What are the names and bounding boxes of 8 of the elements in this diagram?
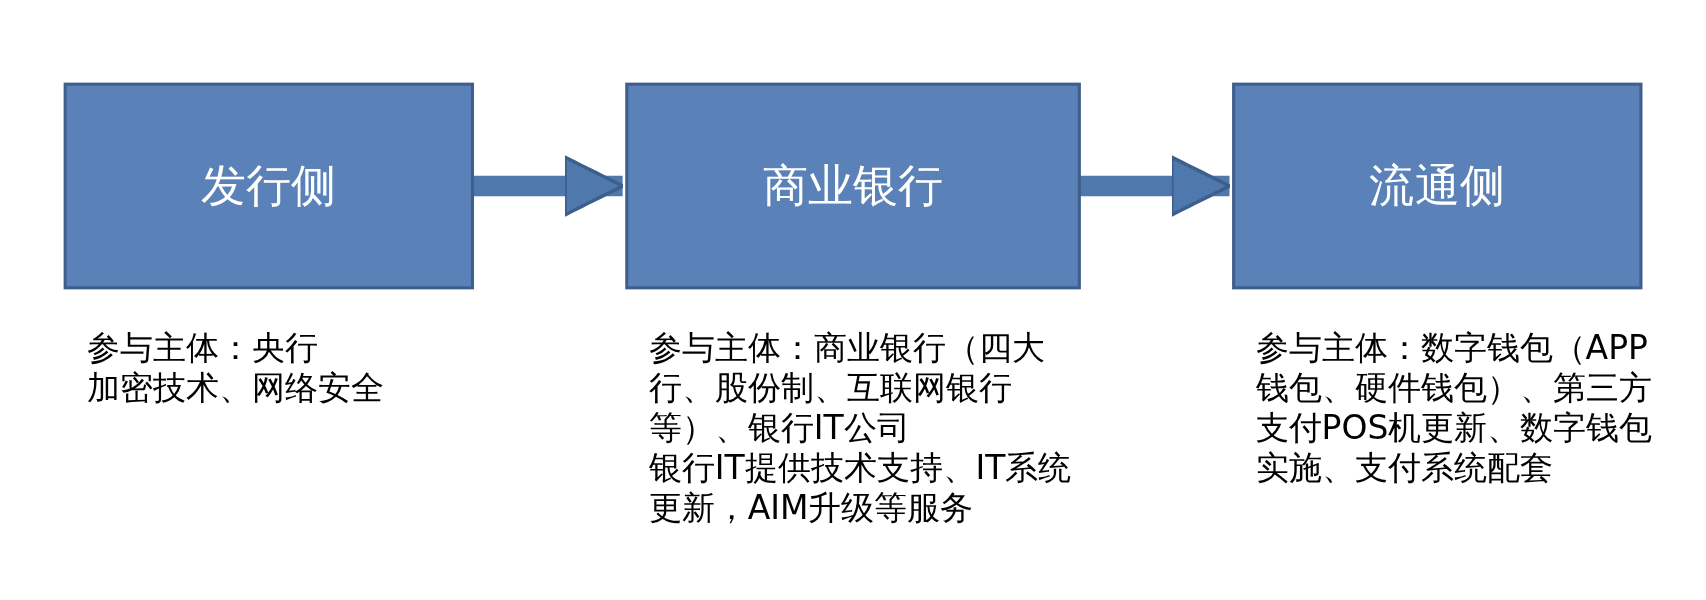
- node-box: 商业银行: [625, 82, 1081, 290]
- note-text: 银行IT提供技术支持、IT系统更新，AIM升级等服务: [648, 447, 1073, 528]
- note-text: 加密技术、网络安全: [87, 367, 386, 408]
- note-text: 参与主体：数字钱包（APP钱包、硬件钱包）、第三方支付POS机更新、数字钱包实施、支付系统配套: [1255, 327, 1653, 488]
- node-box: 流通侧: [1232, 82, 1643, 290]
- note-text: 参与主体：商业银行（四大行、股份制、互联网银行等）、银行IT公司: [648, 327, 1046, 448]
- note-text: 参与主体：央行: [87, 327, 320, 368]
- node-box: 发行侧: [63, 82, 474, 290]
